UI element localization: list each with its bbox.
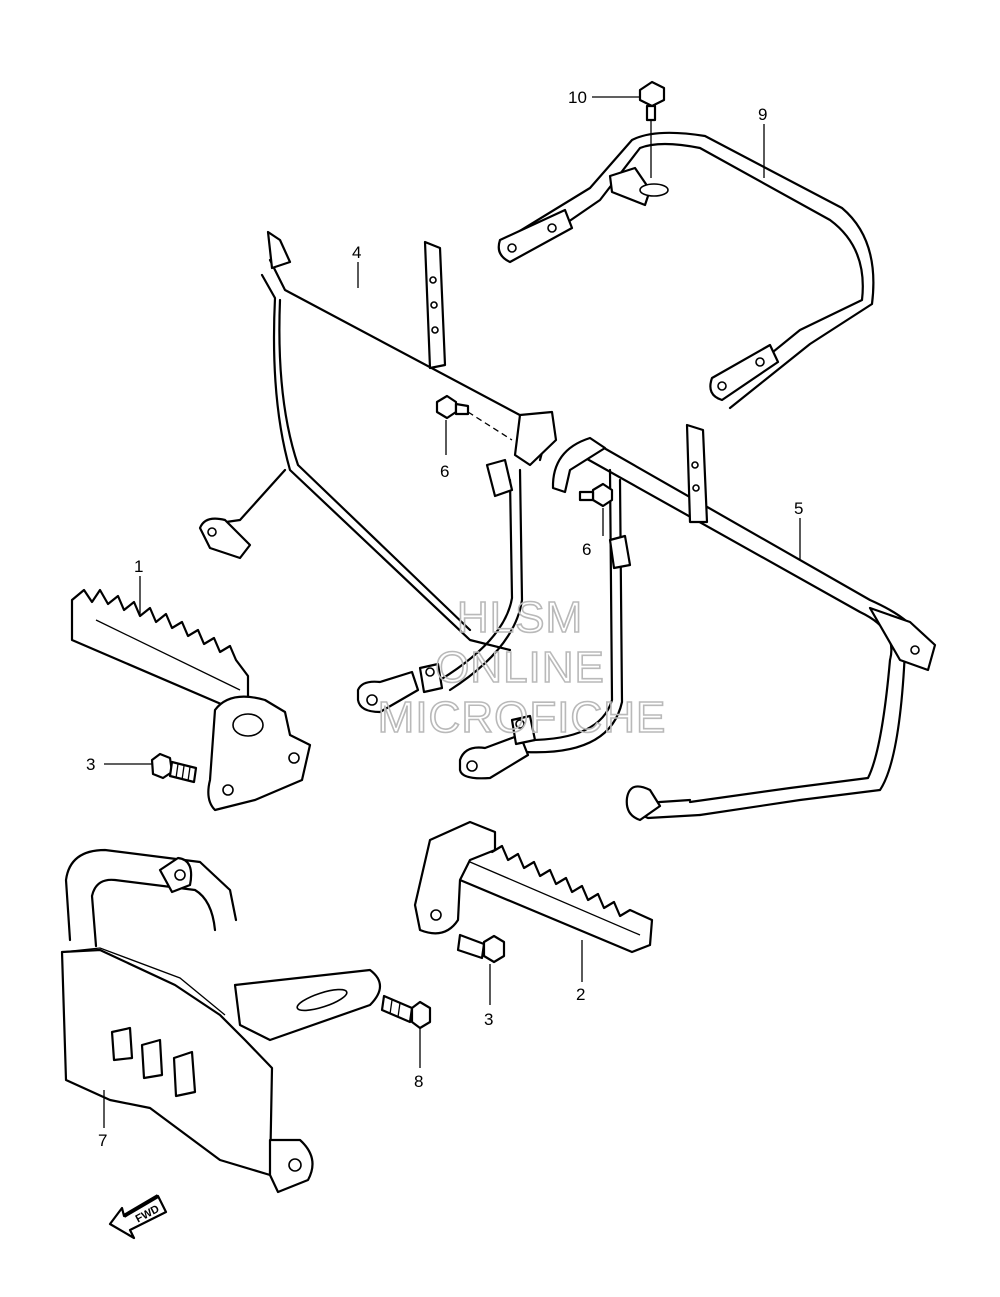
fwd-arrow-icon: FWD bbox=[108, 1194, 168, 1240]
callout-1: 1 bbox=[134, 557, 143, 576]
front-guard-part-7 bbox=[60, 848, 382, 1194]
footrest-part-1 bbox=[70, 588, 312, 812]
callout-4: 4 bbox=[352, 243, 361, 262]
callout-10: 10 bbox=[568, 88, 587, 107]
footrest-bracket-part-5 bbox=[458, 423, 937, 822]
callout-3b: 3 bbox=[484, 1010, 493, 1029]
callout-9: 9 bbox=[758, 105, 767, 124]
footrest-part-2 bbox=[413, 820, 654, 954]
callout-5: 5 bbox=[794, 499, 803, 518]
bolt-part-3a bbox=[150, 752, 198, 784]
callout-6b: 6 bbox=[582, 540, 591, 559]
watermark-line-2: ONLINE bbox=[435, 643, 605, 692]
grab-bar-part-9 bbox=[497, 131, 875, 410]
bolt-part-8 bbox=[380, 994, 432, 1030]
bolt-part-6b bbox=[578, 482, 614, 508]
watermark: HLSM ONLINE MICROFICHE bbox=[377, 592, 667, 743]
bolt-part-6a bbox=[435, 394, 513, 441]
callout-2: 2 bbox=[576, 985, 585, 1004]
callout-8: 8 bbox=[414, 1072, 423, 1091]
callout-7: 7 bbox=[98, 1131, 107, 1150]
callout-labels: 10 9 4 6 6 5 1 3 2 3 8 7 bbox=[86, 88, 803, 1150]
bolt-part-3b bbox=[456, 933, 506, 964]
watermark-line-1: HLSM bbox=[457, 593, 583, 642]
leader-lines bbox=[103, 96, 801, 1128]
watermark-line-3: MICROFICHE bbox=[378, 693, 667, 742]
bolt-part-10 bbox=[638, 80, 666, 178]
footrest-bracket-part-4 bbox=[198, 230, 558, 714]
callout-6a: 6 bbox=[440, 462, 449, 481]
callout-3a: 3 bbox=[86, 755, 95, 774]
